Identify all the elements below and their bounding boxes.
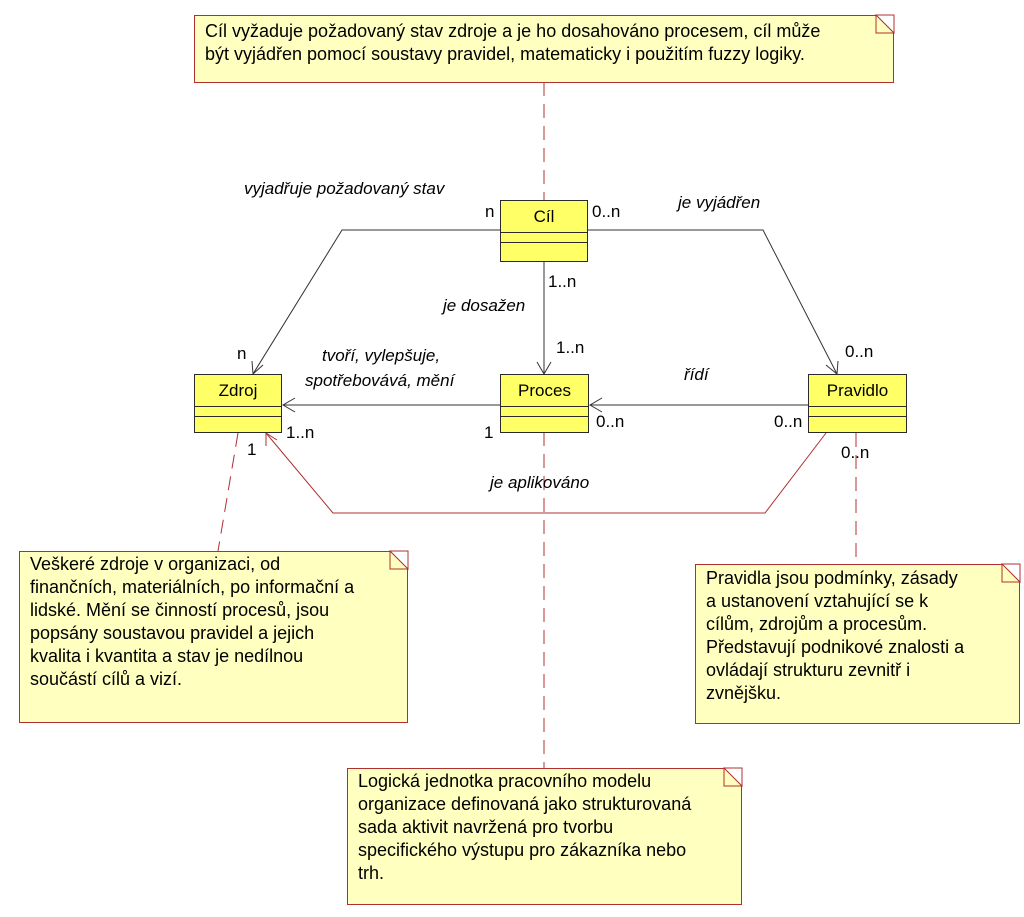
label-proces-zdroj-1: tvoří, vylepšuje, xyxy=(322,346,441,365)
mult-proces-right: 0..n xyxy=(596,412,625,431)
process-note-text: Logická jednotka pracovního modelu organ… xyxy=(358,771,692,883)
class-pravidlo-name: Pravidlo xyxy=(809,375,906,407)
goal-note: Cíl vyžaduje požadovaný stav zdroje a je… xyxy=(194,15,894,83)
assoc-cil-zdroj xyxy=(252,229,500,375)
label-cil-pravidlo: je vyjádřen xyxy=(678,193,761,212)
label-proces-zdroj-2: spotřebovává, mění xyxy=(305,371,455,390)
resource-note: Veškeré zdroje v organizaci, od finanční… xyxy=(19,551,408,723)
class-zdroj-name: Zdroj xyxy=(195,375,281,407)
label-cil-proces: je dosažen xyxy=(443,296,526,315)
class-proces-name: Proces xyxy=(501,375,588,407)
mult-zdroj-top: n xyxy=(237,344,247,363)
class-zdroj[interactable]: Zdroj xyxy=(194,374,282,433)
assoc-cil-pravidlo xyxy=(588,229,838,375)
mult-pravidlo-bottom: 0..n xyxy=(841,443,870,462)
label-pravidlo-proces: řídí xyxy=(684,365,709,384)
rule-note-text: Pravidla jsou podmínky, zásady a ustanov… xyxy=(706,568,965,703)
resource-note-text: Veškeré zdroje v organizaci, od finanční… xyxy=(30,554,355,689)
mult-proces-top: 1..n xyxy=(556,338,585,357)
mult-pravidlo-top: 0..n xyxy=(845,342,874,361)
process-note: Logická jednotka pracovního modelu organ… xyxy=(347,768,742,905)
class-cil-name: Cíl xyxy=(501,201,587,233)
class-pravidlo[interactable]: Pravidlo xyxy=(808,374,907,433)
note-anchors xyxy=(217,82,857,768)
rule-note: Pravidla jsou podmínky, zásady a ustanov… xyxy=(695,564,1020,724)
class-proces[interactable]: Proces xyxy=(500,374,589,433)
resource-note-anchor xyxy=(217,432,239,552)
assoc-pravidlo-zdroj xyxy=(265,432,827,514)
goal-note-text: Cíl vyžaduje požadovaný stav zdroje a je… xyxy=(205,21,821,64)
label-cil-zdroj: vyjadřuje požadovaný stav xyxy=(244,179,445,198)
mult-zdroj-right: 1..n xyxy=(286,423,315,442)
mult-cil-right: 0..n xyxy=(592,202,621,221)
arrow-proces-right xyxy=(589,397,603,413)
mult-proces-left: 1 xyxy=(484,423,494,442)
mult-cil-left: n xyxy=(485,202,495,221)
mult-cil-bottom: 1..n xyxy=(548,272,577,291)
arrow-zdroj-bottom xyxy=(265,432,278,446)
arrow-zdroj-right xyxy=(282,397,296,413)
label-pravidlo-zdroj: je aplikováno xyxy=(490,473,590,492)
class-cil[interactable]: Cíl xyxy=(500,200,588,262)
mult-pravidlo-left: 0..n xyxy=(774,412,803,431)
mult-zdroj-bottom: 1 xyxy=(247,440,257,459)
